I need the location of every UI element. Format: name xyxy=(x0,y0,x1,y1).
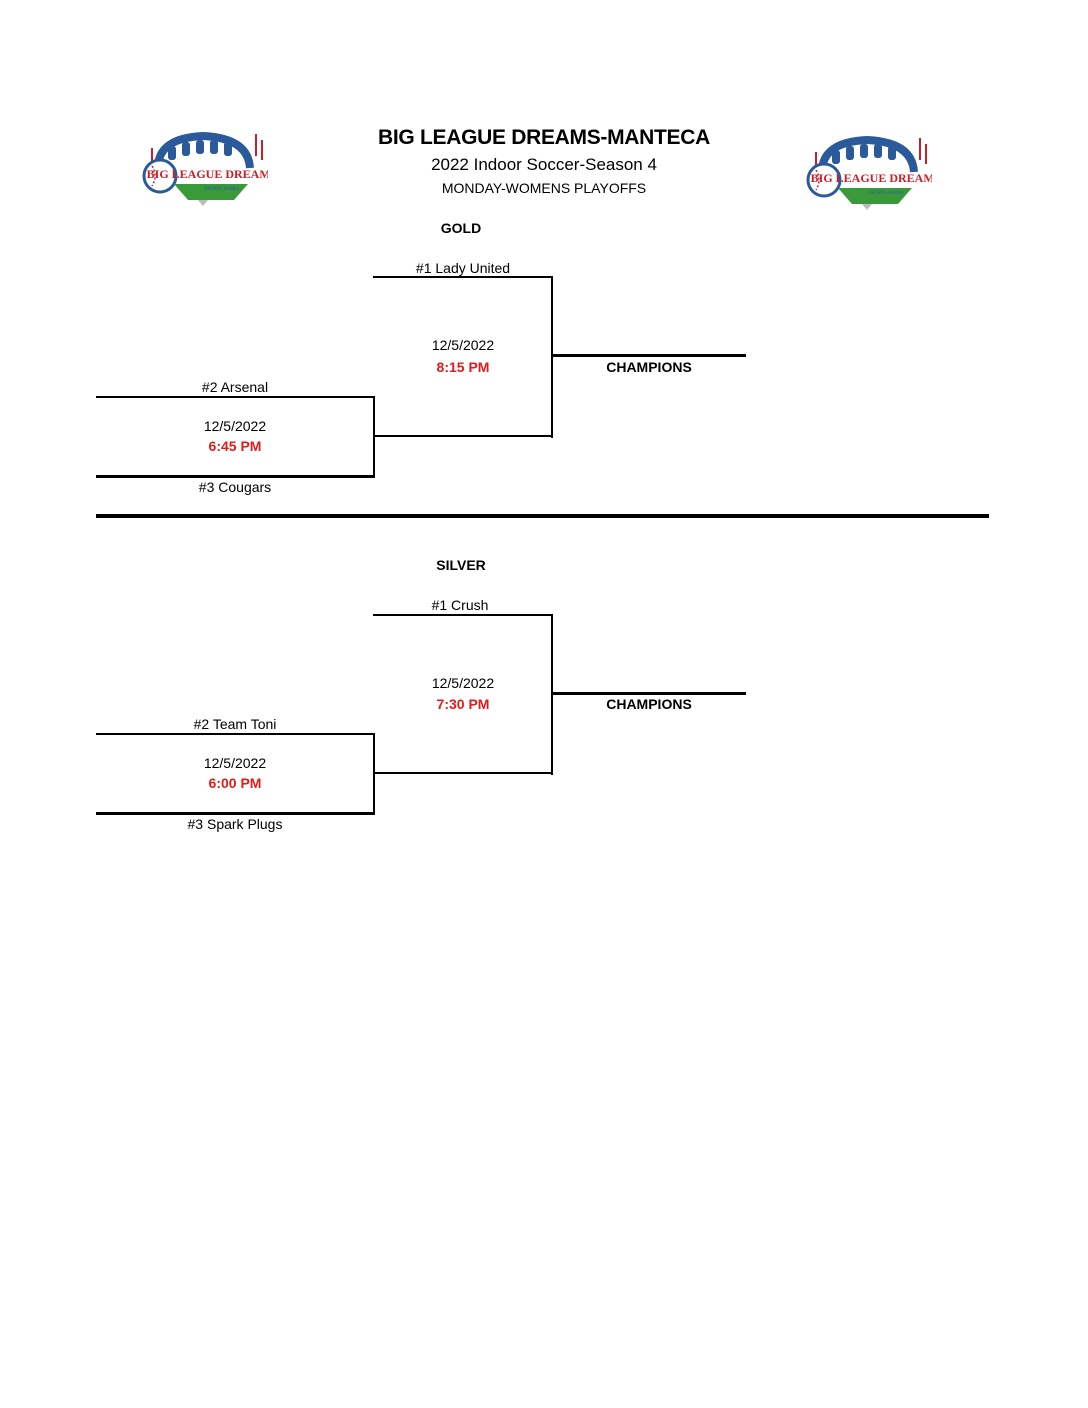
logo-text-main: BIG LEAGUE DREAMS xyxy=(147,167,268,181)
semifinal-date: 12/5/2022 xyxy=(203,418,267,434)
champions-label: CHAMPIONS xyxy=(606,696,692,712)
logo-text-sub: SPORTS PARKS xyxy=(205,187,240,192)
logo-text-main: BIG LEAGUE DREAMS xyxy=(811,171,932,185)
bracket-line xyxy=(96,733,375,735)
logo-right: BIG LEAGUE DREAMS SPORTS PARKS xyxy=(802,132,942,212)
seed-1-team: #1 Lady United xyxy=(415,260,511,276)
final-date: 12/5/2022 xyxy=(431,675,495,691)
final-time: 7:30 PM xyxy=(436,696,490,712)
bracket-line xyxy=(96,812,375,815)
seed-1-team: #1 Crush xyxy=(431,597,489,613)
bracket-label: GOLD xyxy=(440,220,482,236)
section-divider xyxy=(96,514,989,518)
bracket-line xyxy=(373,276,553,278)
champion-line xyxy=(553,692,746,695)
semifinal-time: 6:00 PM xyxy=(208,775,262,791)
seed-3-team: #3 Spark Plugs xyxy=(187,816,283,832)
bracket-line xyxy=(96,396,375,398)
semifinal-time: 6:45 PM xyxy=(208,438,262,454)
bracket-line xyxy=(373,772,553,774)
bracket-line xyxy=(373,614,553,616)
seed-2-team: #2 Arsenal xyxy=(201,379,269,395)
division-subtitle: MONDAY-WOMENS PLAYOFFS xyxy=(441,180,647,196)
big-league-dreams-logo-icon: BIG LEAGUE DREAMS SPORTS PARKS xyxy=(806,135,942,210)
season-subtitle: 2022 Indoor Soccer-Season 4 xyxy=(431,155,657,174)
final-date: 12/5/2022 xyxy=(431,337,495,353)
page-title: BIG LEAGUE DREAMS-MANTECA xyxy=(378,126,710,149)
bracket-line xyxy=(551,614,553,775)
logo-left: BIG LEAGUE DREAMS SPORTS PARKS xyxy=(138,128,278,208)
big-league-dreams-logo-icon: BIG LEAGUE DREAMS SPORTS PARKS xyxy=(142,131,278,206)
champions-label: CHAMPIONS xyxy=(606,359,692,375)
final-time: 8:15 PM xyxy=(436,359,490,375)
bracket-label: SILVER xyxy=(436,557,486,573)
bracket-line xyxy=(373,435,553,437)
semifinal-date: 12/5/2022 xyxy=(203,755,267,771)
seed-2-team: #2 Team Toni xyxy=(193,716,277,732)
champion-line xyxy=(553,354,746,357)
seed-3-team: #3 Cougars xyxy=(198,479,272,495)
bracket-line xyxy=(551,276,553,438)
logo-text-sub: SPORTS PARKS xyxy=(869,191,904,196)
bracket-line xyxy=(96,475,375,478)
